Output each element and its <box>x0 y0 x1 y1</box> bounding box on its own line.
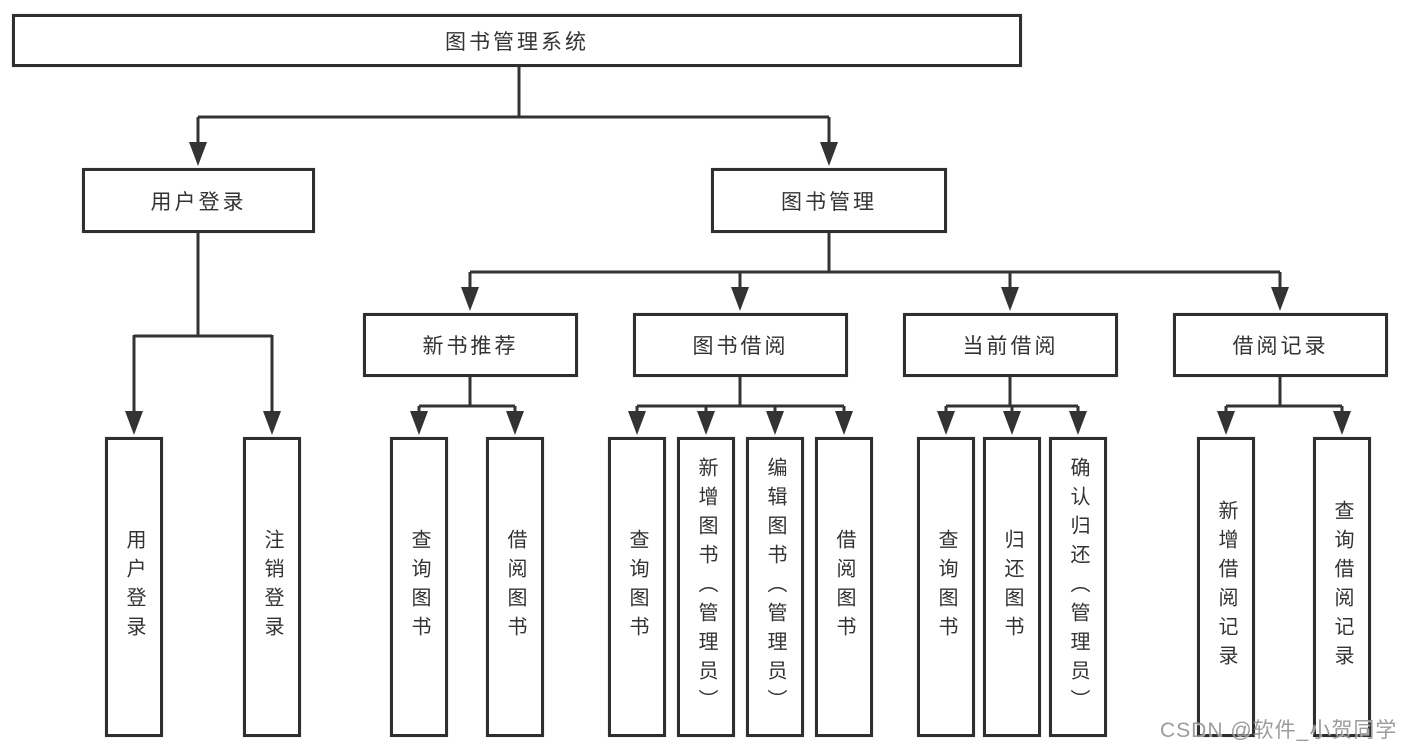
connector-user-login-to-leaves <box>132 233 274 418</box>
leaf-confirm-return-admin: 确认归还（管理员） <box>1049 437 1107 737</box>
node-book-management: 图书管理 <box>711 168 947 233</box>
node-borrowing-records: 借阅记录 <box>1173 313 1388 377</box>
connector-new-book-recommend-to-leaves <box>417 377 517 418</box>
node-new-book-recommend: 新书推荐 <box>363 313 578 377</box>
leaf-query-borrowing-record: 查询借阅记录 <box>1313 437 1371 737</box>
leaf-query-books-borrowing: 查询图书 <box>608 437 666 737</box>
leaf-borrow-books-borrowing: 借阅图书 <box>815 437 873 737</box>
leaf-logout: 注销登录 <box>243 437 301 737</box>
leaf-query-books-current: 查询图书 <box>917 437 975 737</box>
leaf-borrow-books-recommend: 借阅图书 <box>486 437 544 737</box>
node-user-login: 用户登录 <box>82 168 315 233</box>
leaf-user-login: 用户登录 <box>105 437 163 737</box>
connector-borrowing-records-to-leaves <box>1224 377 1344 418</box>
leaf-edit-books-admin: 编辑图书（管理员） <box>746 437 804 737</box>
arrowheads <box>125 142 1351 435</box>
leaf-add-borrowing-record: 新增借阅记录 <box>1197 437 1255 737</box>
node-root-library-management-system: 图书管理系统 <box>12 14 1022 67</box>
csdn-watermark: CSDN @软件_小贺同学 <box>1160 719 1398 742</box>
connector-root-to-level2 <box>196 67 831 148</box>
leaf-query-books-recommend: 查询图书 <box>390 437 448 737</box>
node-book-borrowing: 图书借阅 <box>633 313 848 377</box>
connector-book-management-to-level3 <box>468 233 1282 293</box>
connector-book-borrowing-to-leaves <box>635 377 846 418</box>
node-current-borrowing: 当前借阅 <box>903 313 1118 377</box>
leaf-add-books-admin: 新增图书（管理员） <box>677 437 735 737</box>
leaf-return-books: 归还图书 <box>983 437 1041 737</box>
